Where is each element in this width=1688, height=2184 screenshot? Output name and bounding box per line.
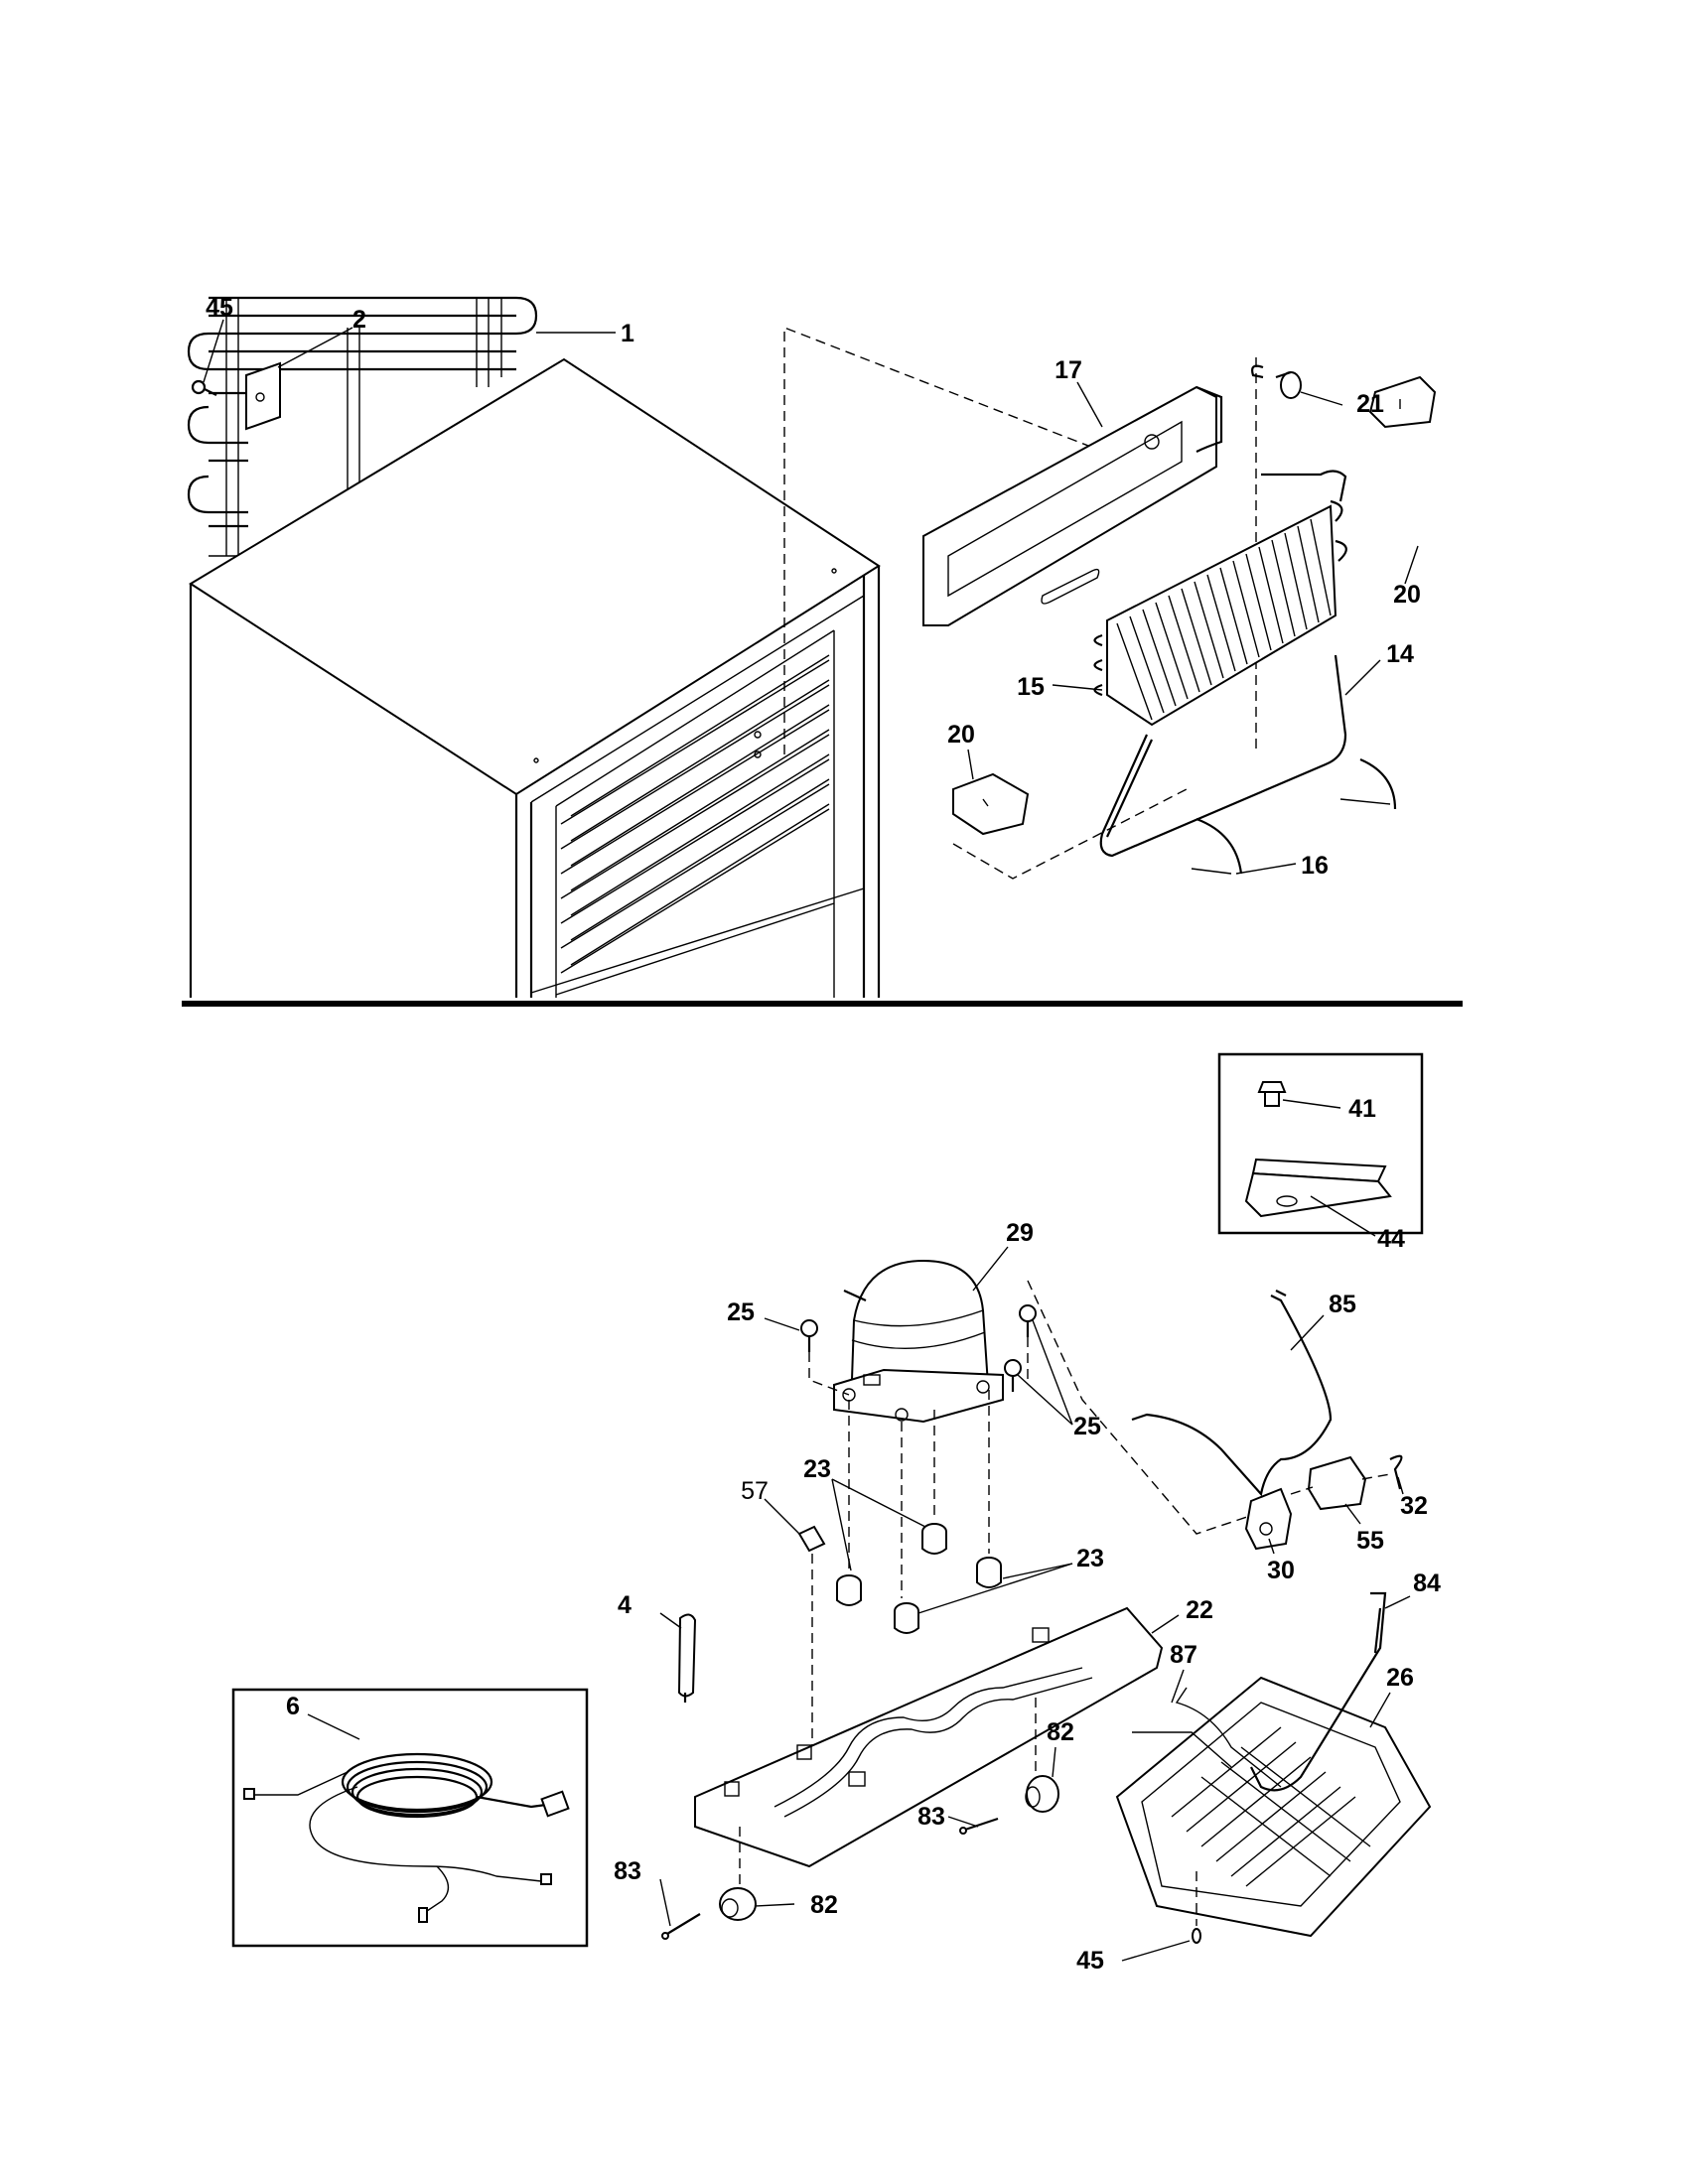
grommet [976, 1557, 1002, 1588]
callout-41: 41 [1348, 1095, 1376, 1123]
insulation-pad-left [952, 772, 1030, 836]
screw-icon [800, 1319, 818, 1352]
callout-16: 16 [1301, 852, 1329, 880]
screw-icon [191, 379, 217, 396]
inset-box-mounting [1217, 1052, 1424, 1235]
screw-icon [1192, 1928, 1201, 1944]
screw-icon [1019, 1304, 1037, 1337]
callout-30: 30 [1267, 1557, 1295, 1584]
overload-protector [1244, 1487, 1293, 1551]
callout-14: 14 [1386, 640, 1414, 668]
callout-85: 85 [1329, 1291, 1356, 1318]
discharge-tube [1131, 1290, 1333, 1497]
callout-29: 29 [1006, 1219, 1034, 1247]
leader-lines [203, 319, 1419, 1962]
drain-pan-ribs [1171, 1726, 1371, 1887]
callout-44: 44 [1377, 1225, 1405, 1253]
drain-tube [1250, 1591, 1387, 1792]
defrost-heater [1099, 654, 1347, 858]
cabinet-shelf-ribs [560, 654, 830, 974]
evaporator-cover [922, 385, 1223, 626]
insulation-pad-right [1368, 375, 1437, 429]
callout-55: 55 [1356, 1527, 1384, 1555]
grommet [836, 1574, 862, 1606]
compressor-base-pan [694, 1606, 1164, 1868]
inset-box-power-cord [231, 1688, 589, 1948]
compressor [833, 1259, 1004, 1424]
callout-4: 4 [618, 1591, 632, 1619]
refrigerator-cabinet [189, 357, 881, 998]
callout-25-right: 25 [1073, 1413, 1101, 1440]
callout-57: 57 [741, 1477, 769, 1505]
callout-45-top: 45 [206, 294, 233, 322]
callout-labels: 45 2 1 17 21 20 14 15 20 16 41 44 29 85 … [206, 294, 1441, 1975]
heater-clip [1191, 757, 1397, 875]
drain-pan [1115, 1676, 1432, 1938]
callout-6: 6 [286, 1693, 300, 1720]
pin-icon [661, 1913, 701, 1940]
callout-25-left: 25 [727, 1298, 755, 1326]
callout-82-right: 82 [1047, 1718, 1074, 1746]
condenser-tube [1132, 1687, 1282, 1788]
power-cord [243, 1752, 570, 1923]
callout-87: 87 [1170, 1641, 1197, 1669]
callout-17: 17 [1055, 356, 1082, 384]
callout-26: 26 [1386, 1664, 1414, 1692]
callout-32: 32 [1400, 1492, 1428, 1520]
bolt-icon [1257, 1081, 1287, 1107]
grommet [921, 1523, 947, 1555]
leveling-foot [1025, 1775, 1059, 1813]
callout-2: 2 [352, 306, 366, 334]
callout-15: 15 [1017, 673, 1045, 701]
grommet [894, 1602, 919, 1634]
leveling-foot [719, 1887, 757, 1921]
wire-lead [1389, 1454, 1403, 1490]
start-relay [1307, 1455, 1367, 1511]
section-divider [182, 1001, 1463, 1007]
callout-23-top: 23 [803, 1455, 831, 1483]
callout-20-left: 20 [947, 721, 975, 749]
screw-icon [1004, 1359, 1022, 1392]
callout-83-right: 83 [917, 1803, 945, 1831]
callout-83-left: 83 [614, 1857, 641, 1885]
evaporator-coil [1093, 470, 1347, 727]
callout-23-right: 23 [1076, 1545, 1104, 1572]
callout-45-bottom: 45 [1076, 1947, 1104, 1975]
callout-21: 21 [1356, 390, 1384, 418]
callout-84: 84 [1413, 1570, 1441, 1597]
pin-icon [959, 1817, 999, 1835]
defrost-thermostat [1251, 364, 1302, 399]
callout-82-left: 82 [810, 1891, 838, 1919]
mounting-plate [1244, 1158, 1392, 1218]
filter-drier [677, 1613, 697, 1703]
coil-bracket [245, 361, 281, 431]
callout-22: 22 [1186, 1596, 1213, 1624]
callout-1: 1 [621, 320, 634, 347]
callout-20-right: 20 [1393, 581, 1421, 609]
condenser-coil [187, 296, 538, 557]
wire-clip [797, 1525, 826, 1553]
